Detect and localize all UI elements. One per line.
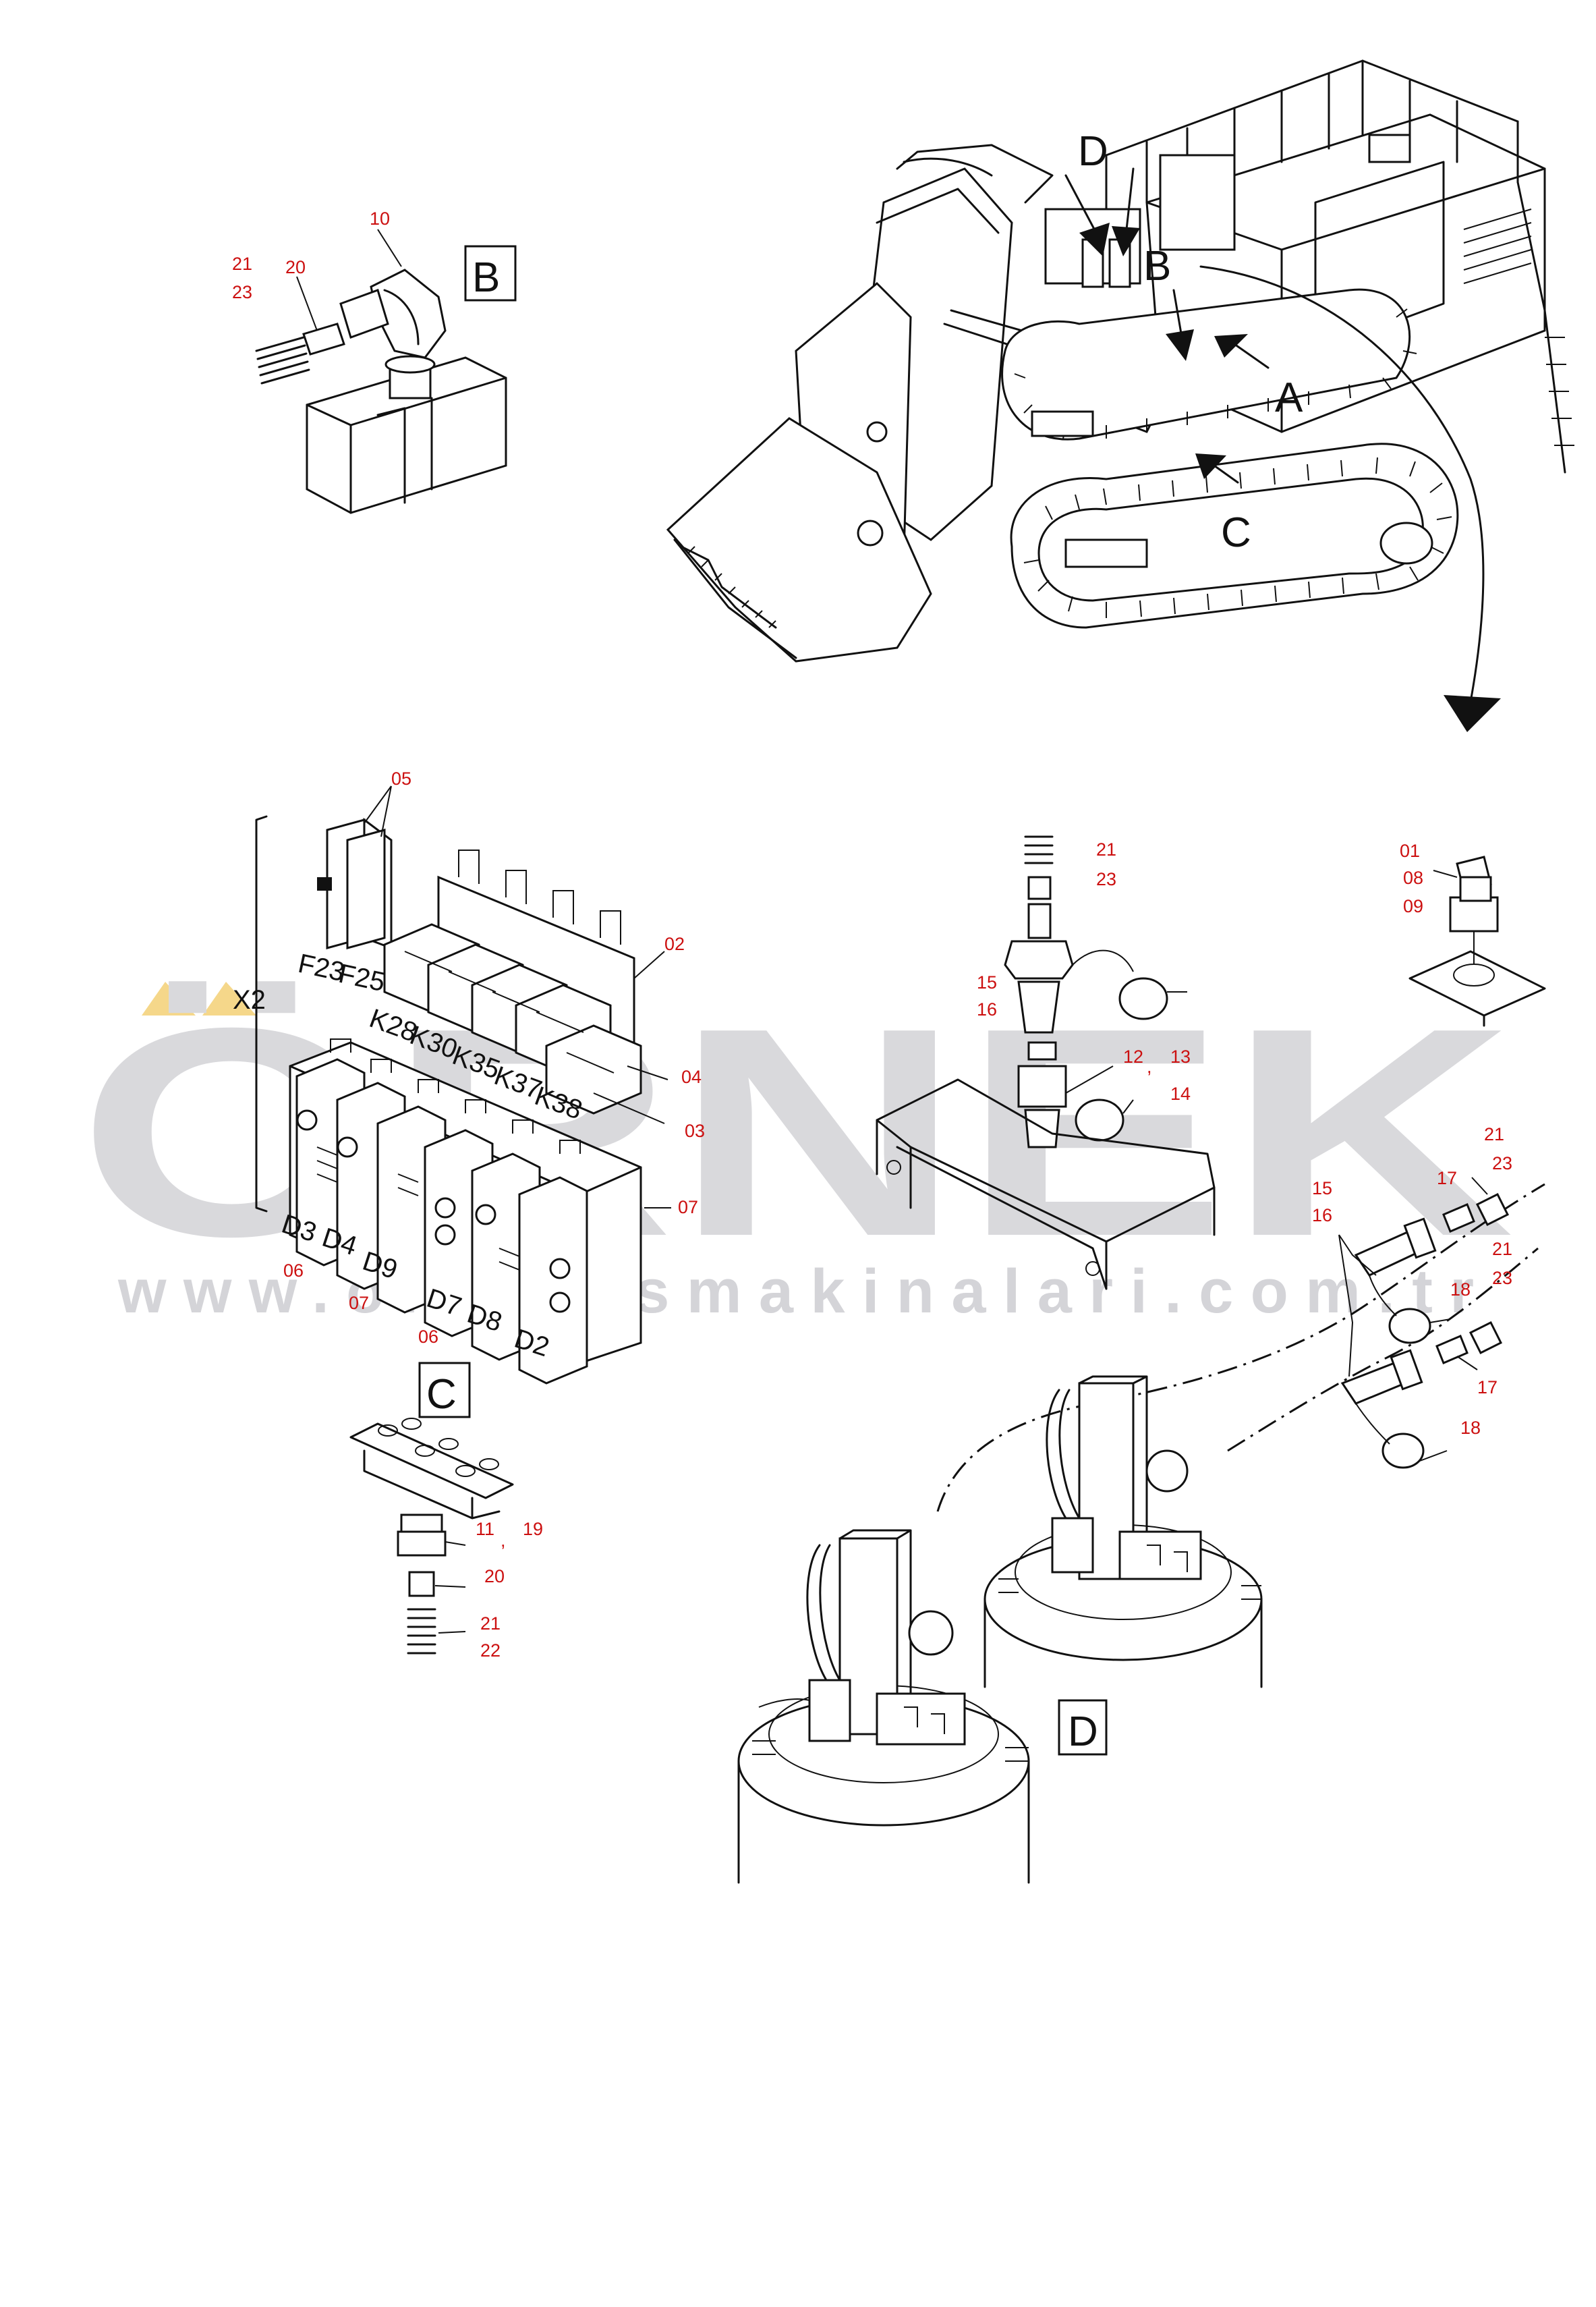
- callout-s-01: 01: [1400, 841, 1420, 861]
- callout-d-21-top: 21: [1484, 1124, 1504, 1144]
- view-d-detail: D 21 23 17 15 16 21 23 18 17 18: [737, 1124, 1545, 1884]
- view-b-detail: B 10 20 21 23: [232, 209, 517, 514]
- callout-02: 02: [664, 934, 685, 954]
- callout-m-21: 21: [1096, 839, 1116, 860]
- switch-detail: 01 08 09: [1400, 841, 1546, 1027]
- view-a-detail: 21 23 15 16 12 , 13 14: [876, 835, 1216, 1290]
- relay-stack: [383, 923, 642, 1115]
- view-label-c-overview: C: [1221, 509, 1251, 556]
- view-label-a-overview: A: [1275, 374, 1303, 421]
- callout-d-17-top: 17: [1437, 1168, 1457, 1188]
- view-label-b-overview: B: [1143, 243, 1171, 289]
- callout-m-16: 16: [977, 999, 997, 1020]
- callout-c-11: 11: [476, 1519, 494, 1539]
- callout-c-20: 20: [484, 1566, 505, 1586]
- view-label-c: C: [426, 1371, 457, 1418]
- callout-s-09: 09: [1403, 896, 1423, 916]
- callout-d-17-bottom: 17: [1477, 1377, 1498, 1397]
- callout-c-comma: ,: [501, 1530, 506, 1551]
- callout-d-18-bottom: 18: [1460, 1418, 1481, 1438]
- callout-m-12: 12: [1123, 1047, 1143, 1067]
- callout-b-10: 10: [370, 209, 390, 229]
- watermark-accent-right: [202, 982, 256, 1016]
- view-label-d-overview: D: [1078, 128, 1108, 175]
- view-label-d: D: [1068, 1708, 1098, 1755]
- callout-04: 04: [681, 1067, 702, 1087]
- callout-m-15: 15: [977, 972, 997, 993]
- callout-06-left: 06: [283, 1260, 304, 1281]
- callout-s-08: 08: [1403, 868, 1423, 888]
- view-c-detail: C 11 , 19 20 21 22: [349, 1362, 543, 1661]
- callout-06-mid: 06: [418, 1327, 438, 1347]
- callout-d-23-top: 23: [1492, 1153, 1512, 1173]
- callout-d-18-top: 18: [1450, 1279, 1471, 1300]
- callout-b-20: 20: [285, 257, 306, 277]
- callout-c-22: 22: [480, 1640, 501, 1661]
- callout-m-23: 23: [1096, 869, 1116, 889]
- watermark-accent-left: [142, 982, 196, 1016]
- callout-m-13: 13: [1170, 1047, 1191, 1067]
- callout-d-21-mid: 21: [1492, 1239, 1512, 1259]
- callout-m-comma: ,: [1147, 1057, 1152, 1077]
- callout-d-16: 16: [1312, 1205, 1332, 1225]
- callout-m-14: 14: [1170, 1084, 1191, 1104]
- callout-03: 03: [685, 1121, 705, 1141]
- callout-c-21: 21: [480, 1613, 501, 1634]
- callout-07-right: 07: [678, 1197, 698, 1217]
- callout-b-21: 21: [232, 254, 252, 274]
- callout-d-15: 15: [1312, 1178, 1332, 1198]
- view-label-b: B: [472, 254, 500, 301]
- callout-d-23-mid: 23: [1492, 1268, 1512, 1288]
- callout-07-mid: 07: [349, 1293, 369, 1313]
- excavator-overview: D B A C: [666, 59, 1574, 732]
- multiplier-x2: X2: [233, 985, 266, 1015]
- callout-b-23: 23: [232, 282, 252, 302]
- callout-05: 05: [391, 769, 411, 789]
- callout-c-19: 19: [523, 1519, 543, 1539]
